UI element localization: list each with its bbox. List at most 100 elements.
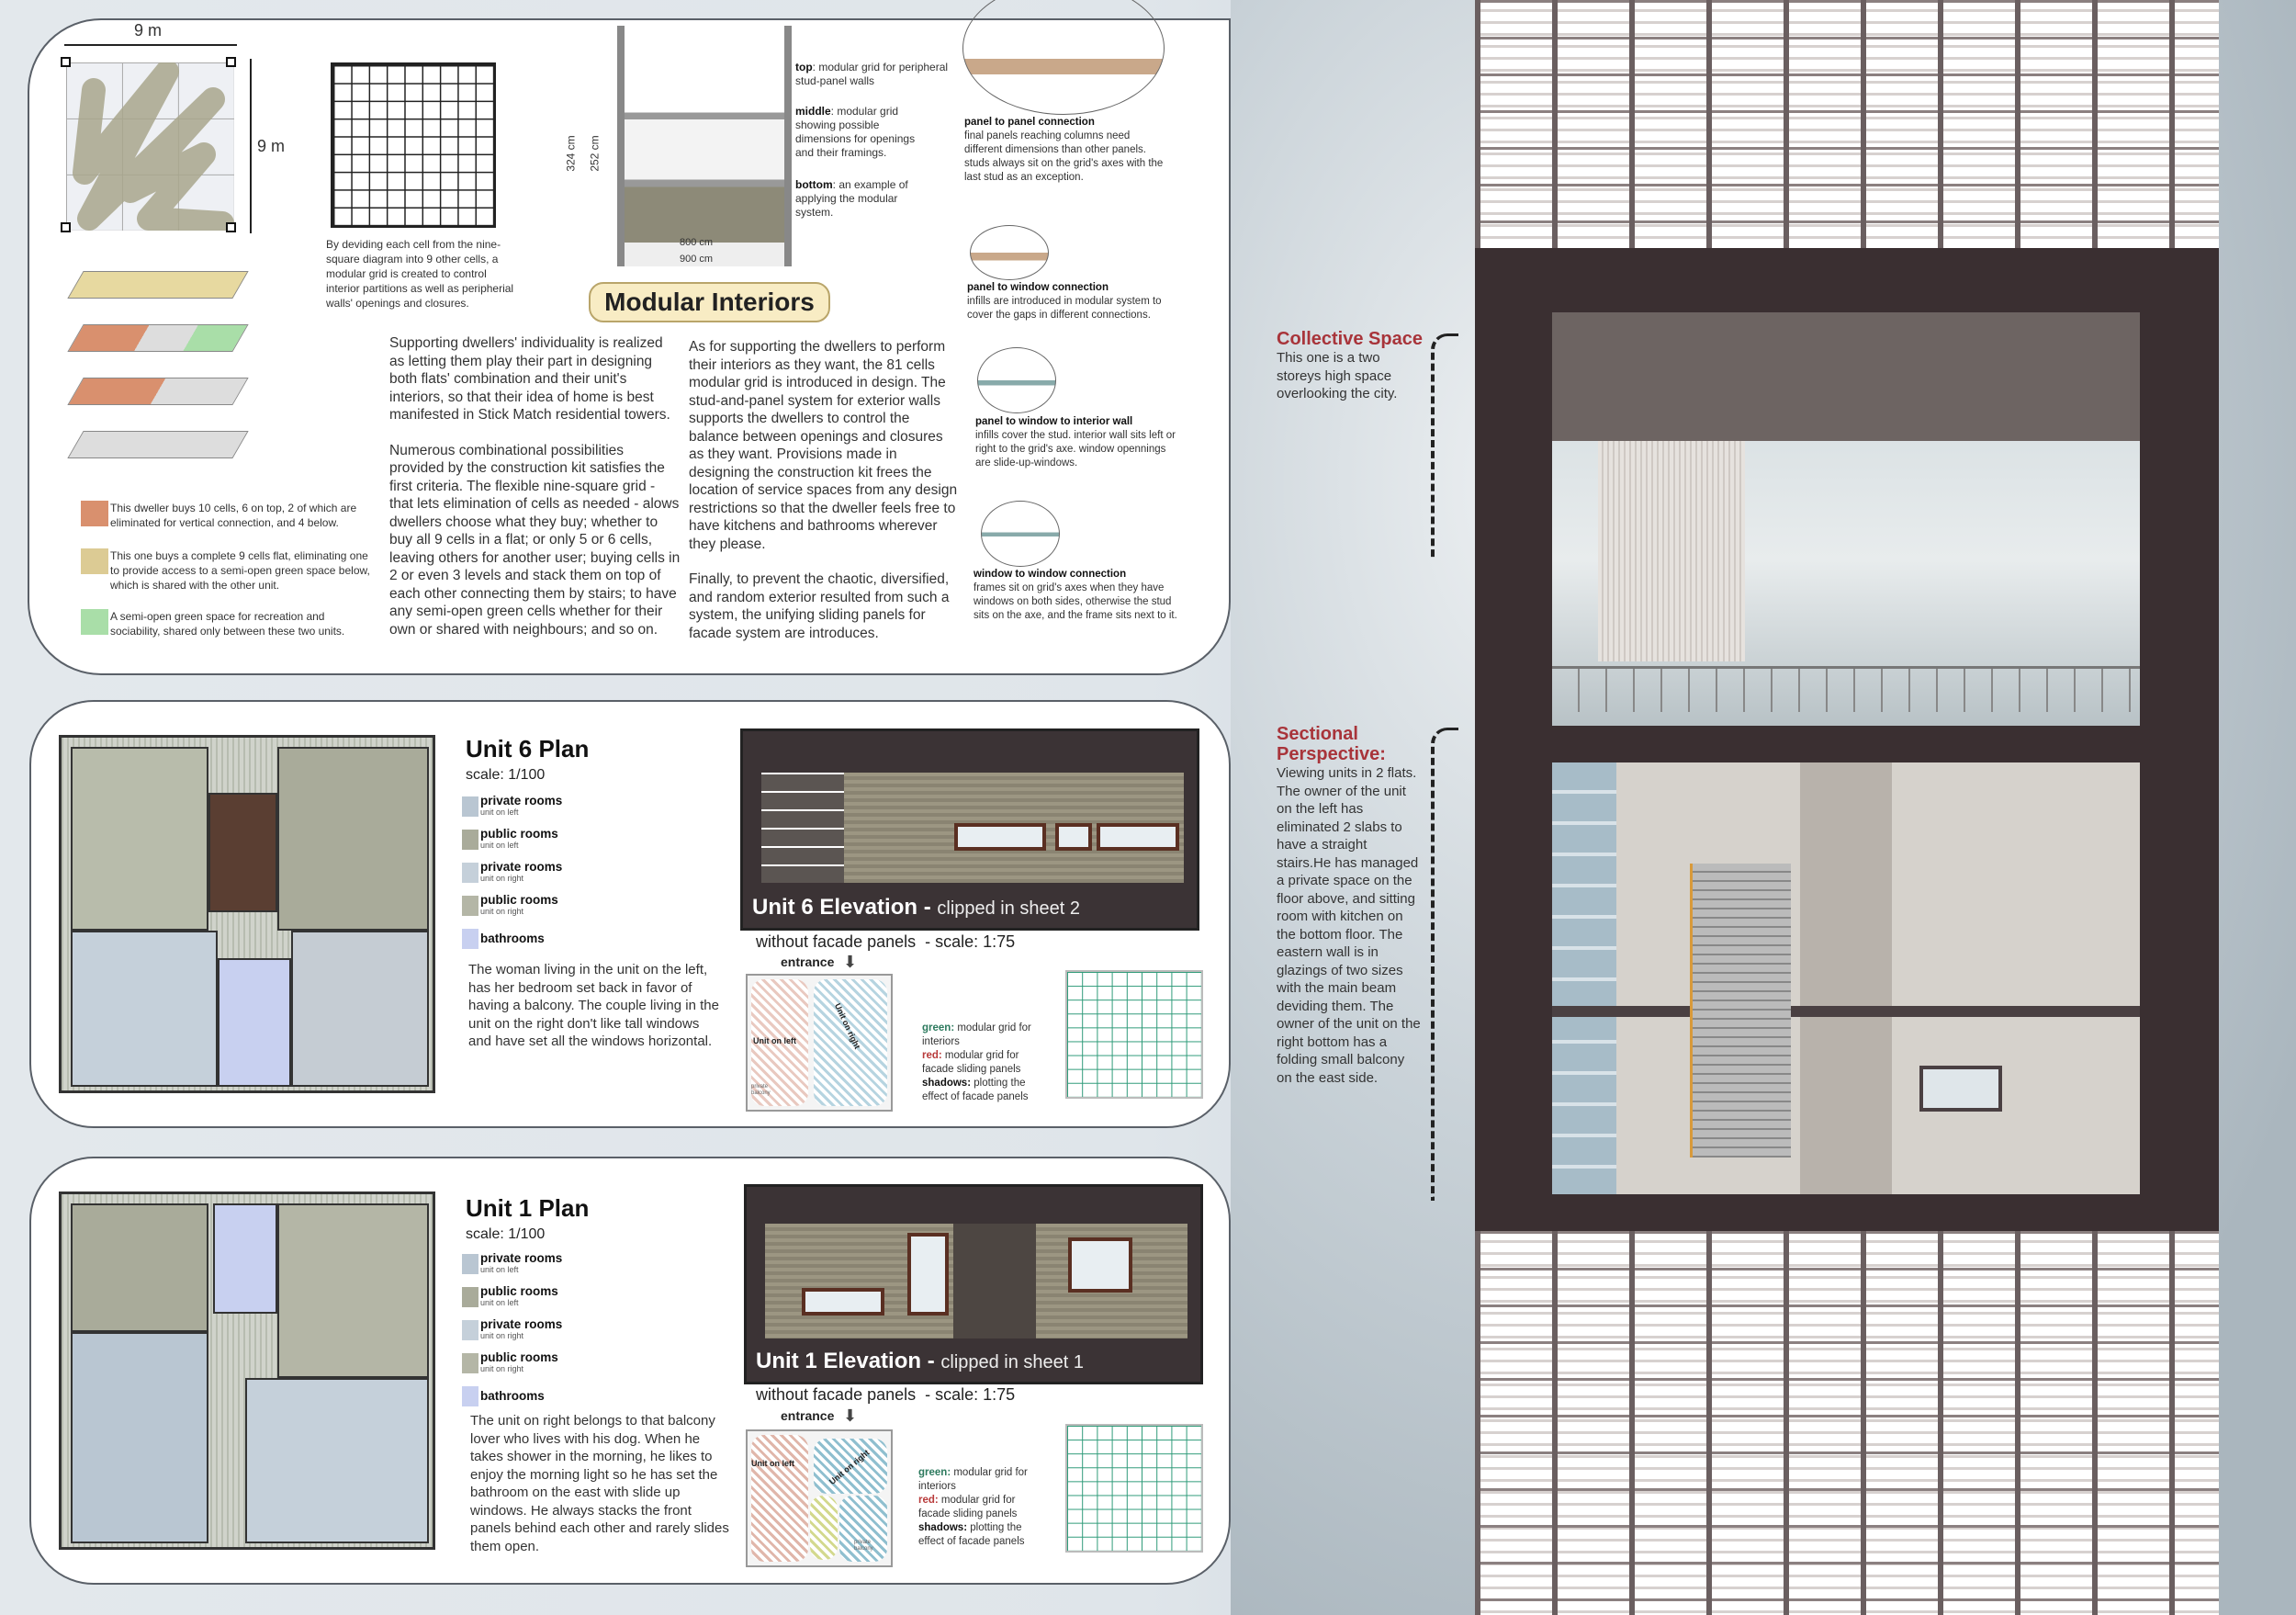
detail-circle xyxy=(962,0,1165,115)
elevation-subtitle: without facade panels - scale: 1:75 xyxy=(756,1385,1016,1404)
grid-color-legend: green: modular grid for interiors red: m… xyxy=(922,1022,1031,1102)
legend-swatch xyxy=(462,830,478,850)
legend-swatch xyxy=(462,929,478,949)
unit-1-elevation: Unit 1 Elevation - clipped in sheet 1 xyxy=(744,1184,1203,1384)
collective-space-text: This one is a two storeys high space ove… xyxy=(1277,350,1398,401)
collective-bracket xyxy=(1431,333,1458,559)
height-dimension-line xyxy=(250,59,252,233)
unit-6-plan-title: Unit 6 Plan xyxy=(466,735,590,762)
sectional-annotation: Sectional Perspective: Viewing units in … xyxy=(1277,724,1425,1087)
balcony-label: private balcony xyxy=(751,1084,771,1096)
unit-1-story: The unit on right belongs to that balcon… xyxy=(470,1413,729,1554)
unit-1-plan-scale: scale: 1/100 xyxy=(466,1226,546,1242)
entrance-arrow-icon: ⬇ xyxy=(843,1406,858,1425)
bottom-description: bottom: an example of applying the modul… xyxy=(795,178,908,219)
elevation-subtitle: without facade panels - scale: 1:75 xyxy=(756,932,1016,951)
cell-legend: This dweller buys 10 cells, 6 on top, 2 … xyxy=(81,501,375,657)
unit-6-elevation: Unit 6 Elevation - clipped in sheet 2 xyxy=(740,728,1199,931)
collective-space-title: Collective Space xyxy=(1277,329,1423,349)
elevation-title: Unit 6 Elevation - clipped in sheet 2 xyxy=(752,895,1081,920)
wall-elevation-diagram xyxy=(617,26,792,266)
dim-252: 252 cm xyxy=(588,135,602,172)
legend-swatch xyxy=(462,863,478,883)
legend-swatch xyxy=(462,1254,478,1274)
sectional-text: Viewing units in 2 flats. The owner of t… xyxy=(1277,765,1421,1086)
detail-circle xyxy=(977,347,1056,413)
corner-marker xyxy=(226,57,236,67)
modular-grid-81-cells xyxy=(331,62,496,228)
legend-swatch xyxy=(462,896,478,916)
legend-swatch xyxy=(462,1287,478,1307)
middle-description: middle: modular grid showing possible di… xyxy=(795,105,916,159)
body-column-2: As for supporting the dwellers to perfor… xyxy=(689,338,960,660)
legend-item: A semi-open green space for recreation a… xyxy=(81,609,375,657)
zone-label: Unit on left xyxy=(753,1036,796,1045)
top-description: top: modular grid for peripheral stud-pa… xyxy=(795,61,949,87)
unit-1-plan-title: Unit 1 Plan xyxy=(466,1194,590,1222)
dim-800: 800 cm xyxy=(680,237,714,248)
legend-item: This one buys a complete 9 cells flat, e… xyxy=(81,548,375,609)
unit-6-story: The woman living in the unit on the left… xyxy=(468,962,719,1049)
legend-swatch xyxy=(81,609,108,635)
body-column-1: Supporting dwellers' individuality is re… xyxy=(389,334,681,656)
tower-slab xyxy=(1475,1194,2219,1231)
width-dimension-line xyxy=(64,44,237,46)
paragraph: Finally, to prevent the chaotic, diversi… xyxy=(689,571,950,641)
unit-6-facade-grid xyxy=(1065,970,1203,1099)
scribble-icon xyxy=(73,60,234,235)
width-dimension-label: 9 m xyxy=(134,21,163,40)
stacked-cells-axonometric xyxy=(66,243,250,469)
legend-swatch xyxy=(462,1353,478,1373)
zone-label: Unit on left xyxy=(751,1459,794,1468)
collective-space-annotation: Collective Space This one is a two store… xyxy=(1277,329,1425,403)
legend-swatch xyxy=(81,501,108,526)
legend-item: This dweller buys 10 cells, 6 on top, 2 … xyxy=(81,501,375,548)
detail-circle xyxy=(981,501,1060,567)
balcony-label: private balcony xyxy=(854,1540,873,1552)
corner-marker xyxy=(226,222,236,232)
unit-1-zoning-sketch: Unit on left Unit on right private balco… xyxy=(746,1429,893,1567)
grid-color-legend: green: modular grid for interiors red: m… xyxy=(918,1467,1028,1547)
tower-beam xyxy=(1475,248,2219,312)
corner-marker xyxy=(61,222,71,232)
detail-circle xyxy=(970,225,1049,280)
paragraph: Numerous combinational possibilities pro… xyxy=(389,442,681,638)
entrance-label: entrance xyxy=(781,954,835,969)
tower-facade-top xyxy=(1475,0,2219,262)
legend-swatch xyxy=(462,1320,478,1340)
legend-item: bathrooms xyxy=(462,926,609,959)
legend-item: bathrooms xyxy=(462,1383,609,1417)
sectional-perspective-view xyxy=(1552,762,2140,1194)
unit-6-plan-scale: scale: 1/100 xyxy=(466,767,546,783)
paragraph: As for supporting the dwellers to perfor… xyxy=(689,339,958,552)
unit-1-facade-grid xyxy=(1065,1424,1203,1553)
dim-900: 900 cm xyxy=(680,254,714,265)
unit-6-floor-plan xyxy=(59,735,435,1093)
paragraph: Supporting dwellers' individuality is re… xyxy=(389,335,670,423)
collective-space-view xyxy=(1552,312,2140,726)
sectional-title: Sectional Perspective: xyxy=(1277,724,1386,764)
unit-6-zoning-sketch: Unit on left Unit on right private balco… xyxy=(746,974,893,1112)
height-dimension-label: 9 m xyxy=(257,137,286,155)
dim-324: 324 cm xyxy=(564,135,578,172)
nine-square-diagram xyxy=(66,60,234,235)
legend-swatch xyxy=(462,796,478,817)
legend-swatch xyxy=(462,1386,478,1406)
unit-1-floor-plan xyxy=(59,1191,435,1550)
sectional-bracket xyxy=(1431,728,1458,1201)
grid-caption: By deviding each cell from the nine-squa… xyxy=(326,238,514,310)
